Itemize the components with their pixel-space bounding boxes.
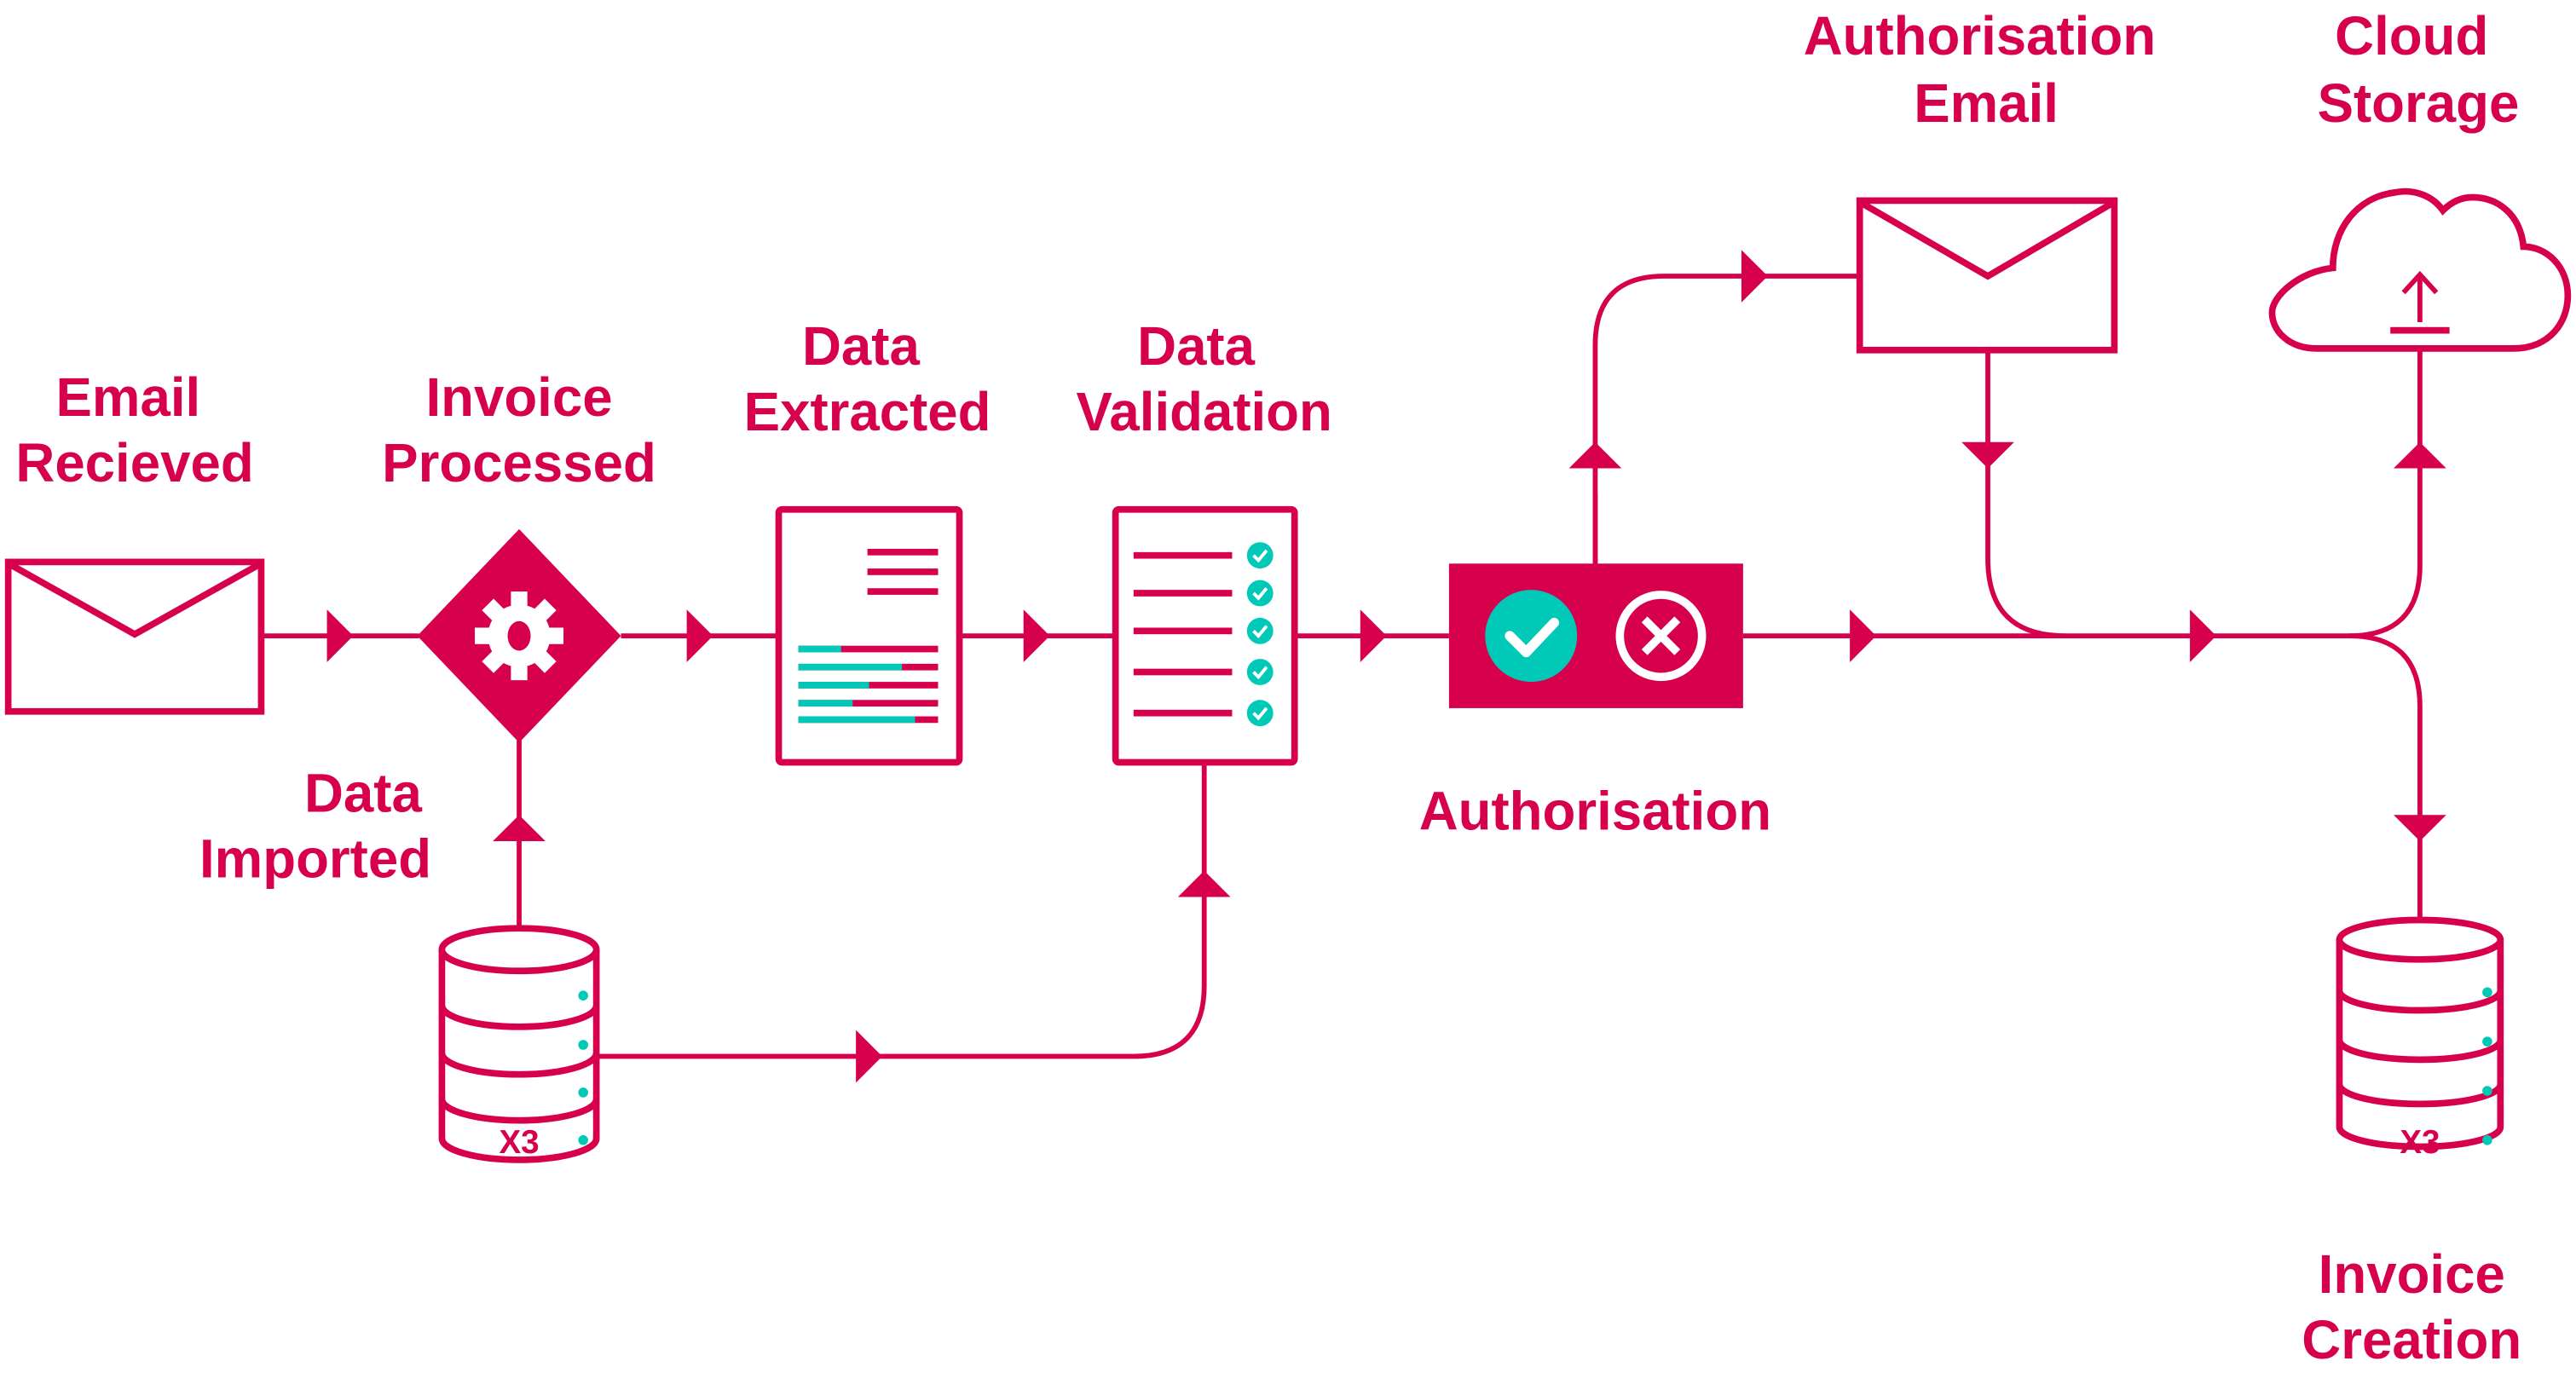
arrow-right-icon [1023, 609, 1050, 662]
gear-icon [474, 591, 564, 681]
arrow-right-icon [326, 609, 354, 662]
node-invoice-creation: X3 Invoice Creation [2302, 916, 2521, 1370]
authorisation-email-label-2: Email [1914, 73, 2059, 134]
invoice-creation-label-1: Invoice [2319, 1244, 2505, 1305]
db-badge: X3 [499, 1124, 539, 1161]
node-cloud-storage: Cloud Storage [2268, 6, 2572, 352]
node-data-imported: Data Imported X3 [199, 763, 600, 1163]
cloud-storage-label-2: Storage [2318, 73, 2520, 134]
arrow-right-icon [856, 1030, 882, 1083]
arrow-right-icon [1741, 250, 1768, 303]
envelope-icon [1856, 197, 2118, 354]
node-invoice-processed: Invoice Processed [382, 367, 656, 743]
check-circle-icon [1246, 542, 1274, 727]
edge-main-to-invoice-creation [2349, 633, 2423, 920]
arrow-up-icon [2394, 441, 2446, 469]
document-bars-icon [775, 505, 963, 766]
arrow-up-icon [1177, 870, 1231, 897]
data-imported-label-2: Imported [199, 828, 431, 889]
approve-check-icon [1485, 590, 1578, 683]
envelope-icon [4, 558, 265, 715]
invoice-creation-label-2: Creation [2302, 1310, 2521, 1370]
authorisation-email-label-1: Authorisation [1804, 6, 2156, 66]
node-data-extracted: Data Extracted [744, 316, 991, 766]
arrowheads [326, 250, 2446, 1083]
invoice-processed-label-2: Processed [382, 433, 656, 493]
edge-import-to-validation [594, 764, 1207, 1059]
arrow-up-icon [1568, 441, 1622, 469]
database-icon: X3 [438, 925, 600, 1163]
data-extracted-label-2: Extracted [744, 382, 991, 442]
data-extracted-label-1: Data [802, 316, 920, 377]
arrow-down-icon [1961, 441, 2014, 469]
node-data-validation: Data Validation [1077, 316, 1332, 766]
email-received-label-1: Email [55, 367, 200, 428]
authorisation-label: Authorisation [1419, 782, 1771, 842]
edge-main-to-cloud [2349, 348, 2423, 639]
db-badge: X3 [2400, 1124, 2440, 1161]
cloud-storage-label-1: Cloud [2335, 6, 2488, 66]
email-received-label-2: Recieved [15, 433, 253, 493]
data-validation-label-1: Data [1137, 316, 1255, 377]
invoice-processed-label-1: Invoice [425, 367, 612, 428]
database-icon: X3 [2336, 916, 2504, 1161]
arrow-up-icon [493, 815, 546, 842]
checklist-document-icon [1112, 505, 1298, 766]
arrow-right-icon [1360, 609, 1387, 662]
node-authorisation-email: Authorisation Email [1804, 6, 2156, 354]
checklist-rows [1133, 551, 1233, 717]
edge-email-to-main [1985, 349, 2065, 639]
arrow-right-icon [686, 609, 713, 662]
data-imported-label-1: Data [304, 763, 422, 823]
arrow-right-icon [2190, 609, 2216, 662]
edge-authorisation-to-email [1592, 274, 1860, 564]
cloud-upload-icon [2268, 187, 2572, 352]
data-validation-label-2: Validation [1077, 382, 1332, 442]
reject-x-icon [1615, 591, 1707, 682]
arrow-down-icon [2394, 815, 2446, 842]
node-email-received: Email Recieved [4, 367, 265, 715]
arrow-right-icon [1850, 609, 1876, 662]
node-authorisation: Authorisation [1419, 493, 1771, 842]
